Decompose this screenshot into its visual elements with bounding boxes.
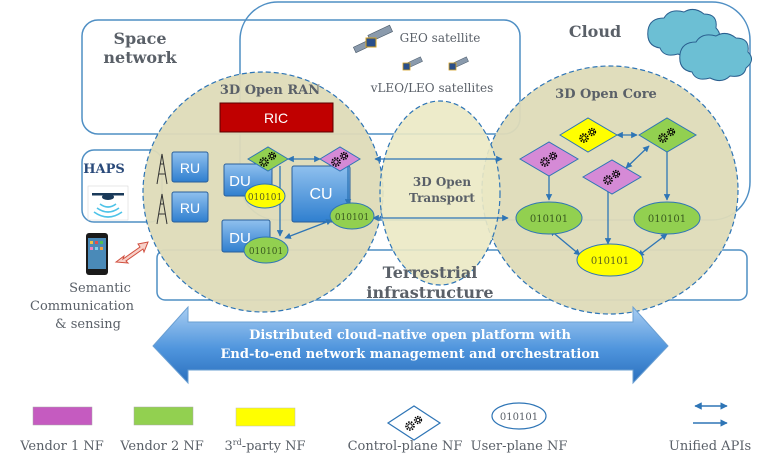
- user-plane-label: 010101: [648, 214, 686, 225]
- du-label: DU: [229, 173, 251, 190]
- user-plane-label: 010101: [530, 214, 568, 225]
- open-transport-title-line1: 3D Open: [413, 175, 471, 189]
- du-label: DU: [229, 230, 251, 247]
- legend-label-vendor2: Vendor 2 NF: [119, 439, 204, 454]
- legend: Vendor 1 NF Vendor 2 NF 3rd-party NF Con…: [19, 402, 751, 454]
- legend-unified-apis-icon: [693, 402, 728, 427]
- user-plane-label: 010101: [591, 256, 629, 267]
- ran-user-plane-nf-third-party[interactable]: 010101: [244, 183, 286, 209]
- ran-control-plane-nf-vendor2[interactable]: [247, 146, 289, 172]
- core-user-plane-nf-vendor2-a[interactable]: 010101: [515, 201, 583, 235]
- core-control-plane-nf-third-party[interactable]: [559, 117, 618, 153]
- legend-label-vendor1: Vendor 1 NF: [19, 439, 104, 454]
- open-ran-title: 3D Open RAN: [220, 83, 320, 98]
- core-user-plane-nf-third-party[interactable]: 010101: [576, 243, 644, 277]
- tower-icon: [156, 153, 168, 225]
- svg-text:010101: 010101: [500, 412, 538, 423]
- ru-unit-2[interactable]: RU: [171, 191, 209, 223]
- legend-swatch-vendor2: [133, 406, 194, 426]
- cu-label: CU: [309, 186, 332, 203]
- geo-satellite-icon: [352, 24, 393, 54]
- ric-box[interactable]: RIC: [219, 102, 334, 133]
- space-network-label-line1: Space: [113, 29, 166, 48]
- smartphone-icon: [86, 233, 108, 275]
- open-transport-domain: [379, 100, 501, 286]
- ran-control-plane-nf-vendor1[interactable]: [319, 146, 361, 172]
- user-plane-label: 010101: [335, 213, 369, 223]
- core-user-plane-nf-vendor2-b[interactable]: 010101: [633, 201, 701, 235]
- geo-satellite-label: GEO satellite: [400, 31, 481, 45]
- ru-unit-1[interactable]: RU: [171, 151, 209, 183]
- leo-satellite-icon: [402, 56, 469, 71]
- user-plane-label: 010101: [248, 193, 282, 203]
- core-control-plane-nf-vendor2[interactable]: [638, 117, 697, 153]
- ru-label: RU: [180, 160, 200, 176]
- ran-connections: [276, 155, 509, 239]
- terrestrial-label-line1: Terrestrial: [383, 263, 478, 282]
- open-core-title: 3D Open Core: [555, 87, 657, 102]
- ran-user-plane-nf-du[interactable]: 010101: [243, 236, 289, 264]
- ric-label: RIC: [264, 110, 288, 126]
- core-control-plane-nf-vendor1-b[interactable]: [582, 159, 642, 195]
- drone-icon: [87, 185, 129, 221]
- leo-satellites-label: vLEO/LEO satellites: [370, 81, 494, 95]
- platform-double-arrow: Distributed cloud-native open platform w…: [152, 305, 669, 385]
- open-transport-title-line2: Transport: [409, 191, 475, 205]
- cloud-icon: [647, 8, 752, 82]
- legend-label-unified-apis: Unified APIs: [669, 439, 751, 454]
- wireless-link-arrow-icon: [114, 241, 149, 264]
- semantic-label-line3: & sensing: [55, 317, 121, 332]
- ran-user-plane-nf-cu[interactable]: 010101: [329, 202, 375, 230]
- semantic-label-line2: Communication: [30, 299, 135, 314]
- legend-user-plane-icon: 010101: [491, 402, 547, 430]
- platform-label-line1: Distributed cloud-native open platform w…: [249, 328, 571, 343]
- semantic-label-line1: Semantic: [69, 281, 131, 296]
- space-network-label-line2: network: [103, 48, 177, 67]
- legend-label-control-plane: Control-plane NF: [348, 439, 463, 454]
- core-control-plane-nf-vendor1-a[interactable]: [519, 141, 579, 177]
- haps-label: HAPS: [83, 162, 125, 177]
- legend-swatch-third-party: [235, 407, 296, 427]
- legend-swatch-vendor1: [32, 406, 93, 426]
- user-plane-label: 010101: [249, 247, 283, 257]
- terrestrial-label-line2: infrastructure: [366, 283, 493, 302]
- platform-label-line2: End-to-end network management and orches…: [221, 347, 601, 362]
- legend-label-third-party: 3rd-party NF: [224, 438, 305, 454]
- cloud-label: Cloud: [569, 22, 621, 41]
- ru-label: RU: [180, 200, 200, 216]
- legend-control-plane-icon: [386, 405, 442, 441]
- legend-label-user-plane: User-plane NF: [471, 439, 568, 454]
